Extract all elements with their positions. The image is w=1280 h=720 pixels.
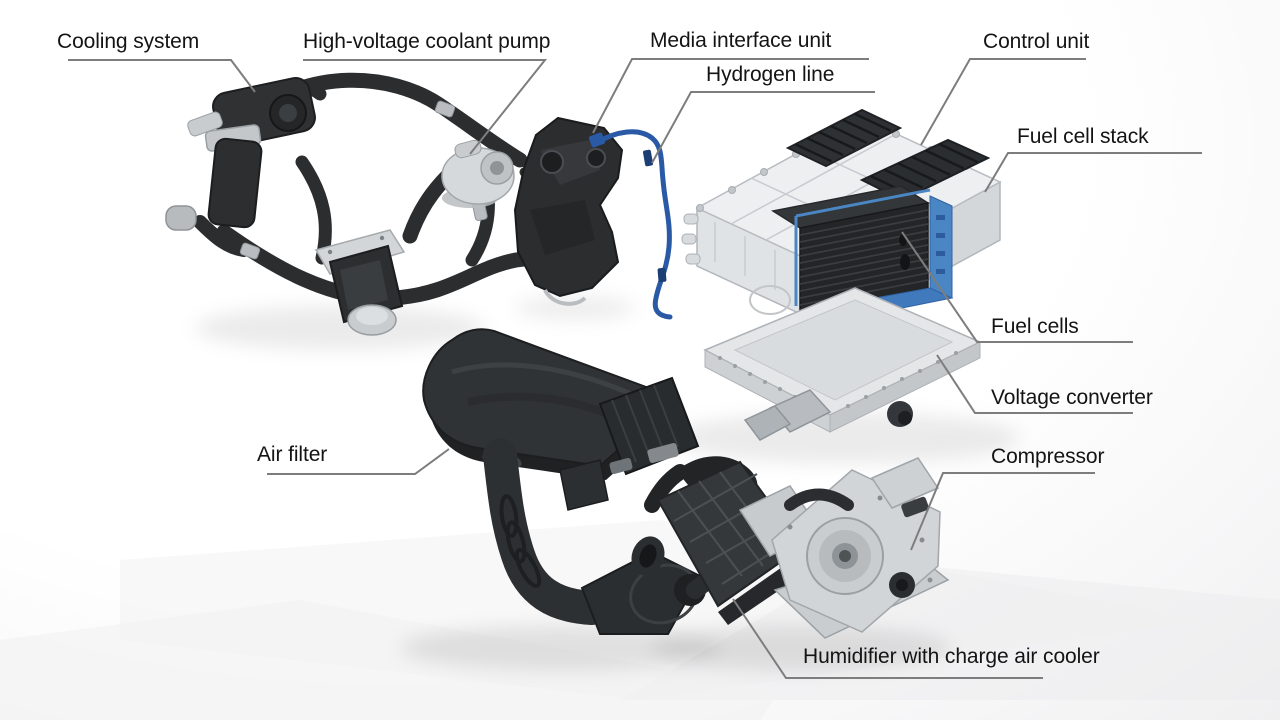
label-humidifier-charge-air-cooler: Humidifier with charge air cooler [803, 645, 1100, 668]
label-media-interface-unit: Media interface unit [650, 29, 832, 52]
label-voltage-converter: Voltage converter [991, 386, 1153, 409]
label-hydrogen-line: Hydrogen line [706, 63, 835, 86]
leader-control-unit [920, 58, 1086, 146]
label-air-filter: Air filter [257, 443, 328, 466]
label-compressor: Compressor [991, 445, 1105, 468]
control-unit-illustration [785, 108, 991, 202]
leader-fuel-cell-stack [984, 152, 1202, 193]
compressor-illustration [771, 457, 941, 633]
fuel-cell-stack-illustration [681, 108, 1002, 332]
coolant-valve-unit [314, 229, 406, 336]
voltage-converter-illustration [703, 287, 982, 441]
leader-humidifier-charge-air-cooler [732, 598, 1043, 679]
leader-high-voltage-coolant-pump [303, 59, 548, 155]
media-interface-unit-illustration [513, 116, 624, 306]
label-control-unit: Control unit [983, 30, 1090, 53]
component-shadows [195, 296, 1020, 670]
hydrogen-line-illustration [588, 129, 673, 320]
leader-fuel-cells [901, 231, 1133, 343]
label-fuel-cell-stack: Fuel cell stack [1017, 125, 1149, 148]
high-voltage-coolant-pump-illustration [402, 139, 515, 244]
label-fuel-cells: Fuel cells [991, 315, 1079, 338]
leader-lines [68, 58, 1202, 679]
leader-media-interface-unit [592, 58, 869, 134]
label-cooling-system: Cooling system [57, 30, 200, 53]
coolant-manifold [165, 77, 316, 231]
cooling-system-illustration [165, 72, 584, 336]
leader-voltage-converter [936, 354, 1133, 414]
fuel-cells-illustration [770, 185, 954, 325]
leader-air-filter [267, 448, 450, 475]
leader-hydrogen-line [651, 91, 875, 164]
air-filter-illustration [422, 328, 706, 635]
compressor-humidifier-illustration [631, 456, 950, 639]
label-high-voltage-coolant-pump: High-voltage coolant pump [303, 30, 551, 53]
leader-cooling-system [68, 59, 256, 93]
leader-compressor [910, 472, 1095, 551]
